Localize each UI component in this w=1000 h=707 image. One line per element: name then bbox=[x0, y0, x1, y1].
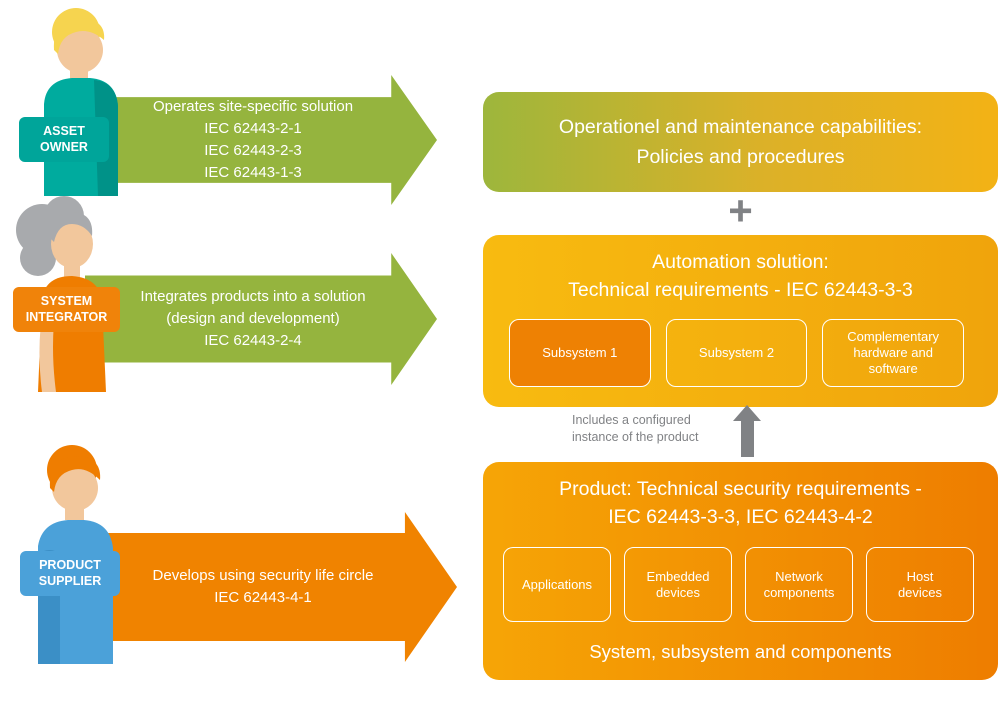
up-arrow-shaft bbox=[740, 421, 754, 457]
network-components-box: Network components bbox=[745, 547, 853, 622]
asset-owner-figure bbox=[24, 6, 124, 196]
subsystem-1-box: Subsystem 1 bbox=[509, 319, 651, 387]
asset-owner-person-icon bbox=[44, 8, 118, 196]
product-box-title: Product: Technical security requirements… bbox=[559, 478, 922, 528]
asset-owner-arrow-text: Operates site-specific solution IEC 6244… bbox=[152, 98, 354, 181]
up-arrow-head bbox=[733, 405, 761, 421]
subsystem-2-box: Subsystem 2 bbox=[665, 319, 808, 387]
product-supplier-arrow: Develops using security life circle IEC … bbox=[85, 512, 457, 662]
automation-box-title: Automation solution: Technical requireme… bbox=[568, 251, 913, 301]
plus-icon: + bbox=[728, 187, 753, 234]
operational-box-text: Operationel and maintenance capabilities… bbox=[558, 116, 923, 168]
system-integrator-badge: SYSTEM INTEGRATOR bbox=[13, 287, 120, 332]
product-box-footer: System, subsystem and components bbox=[589, 641, 892, 662]
embedded-devices-box: Embedded devices bbox=[624, 547, 732, 622]
asset-owner-badge: ASSET OWNER bbox=[19, 117, 109, 162]
component-row: Applications Embedded devices Network co… bbox=[503, 547, 974, 622]
configured-instance-note: Includes a configured instance of the pr… bbox=[572, 413, 699, 444]
automation-box: Automation solution: Technical requireme… bbox=[483, 235, 998, 407]
subsystem-row: Subsystem 1 Subsystem 2 Complementary ha… bbox=[509, 319, 965, 387]
product-supplier-arrow-text: Develops using security life circle IEC … bbox=[152, 567, 374, 606]
system-integrator-arrow: Integrates products into a solution (des… bbox=[85, 253, 437, 385]
product-box: Product: Technical security requirements… bbox=[483, 462, 998, 680]
applications-box: Applications bbox=[503, 547, 611, 622]
complementary-hardware-box: Complementary hardware and software bbox=[822, 319, 965, 387]
product-supplier-badge: PRODUCT SUPPLIER bbox=[20, 551, 120, 596]
host-devices-box: Host devices bbox=[866, 547, 974, 622]
arrow-shape bbox=[85, 512, 457, 662]
asset-owner-arrow: Operates site-specific solution IEC 6244… bbox=[85, 75, 437, 205]
system-integrator-arrow-text: Integrates products into a solution (des… bbox=[140, 288, 366, 349]
up-arrow-icon bbox=[732, 405, 762, 457]
operational-box: Operationel and maintenance capabilities… bbox=[483, 92, 998, 192]
